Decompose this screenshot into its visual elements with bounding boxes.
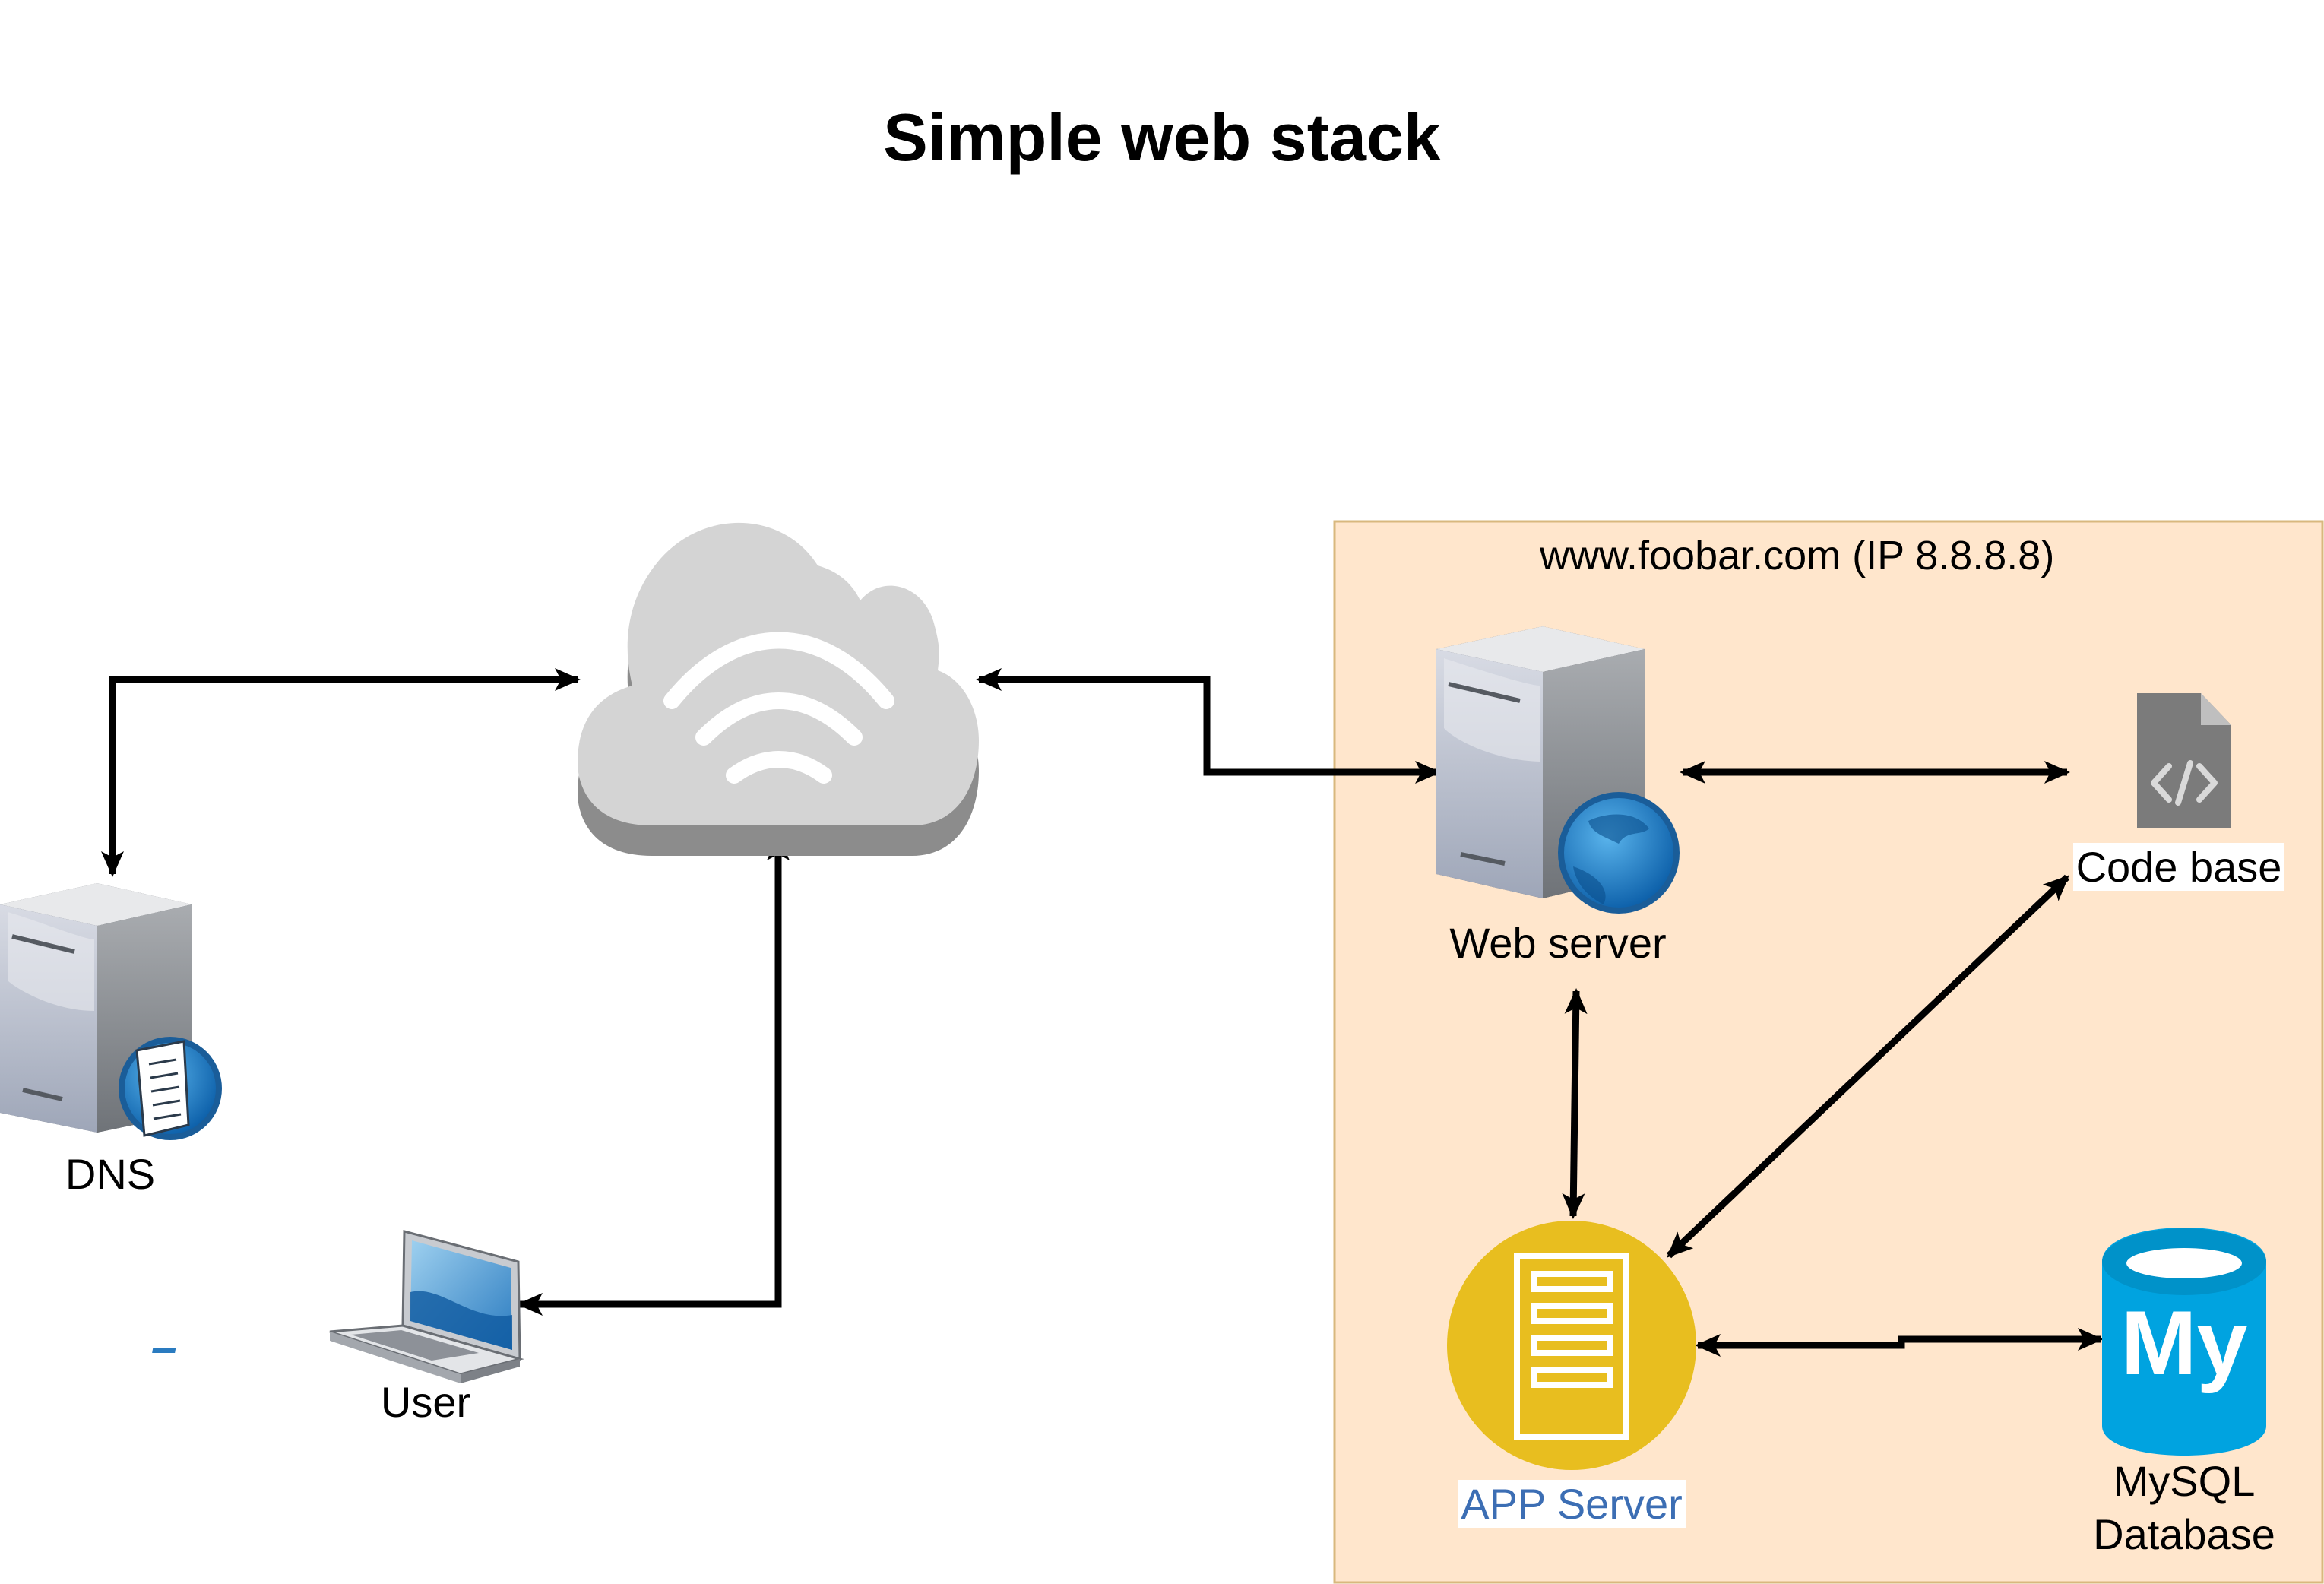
edge-internet-webserver — [976, 668, 1441, 784]
edge-internet-user — [517, 835, 790, 1316]
laptop-icon — [152, 1230, 524, 1383]
edge-internet-dns — [101, 668, 581, 877]
edge-appserver-codebase — [1666, 874, 2070, 1259]
web-server-label: Web server — [1449, 919, 1667, 967]
code-base-label: Code base — [2072, 843, 2285, 891]
app-server-label: APP Server — [1458, 1480, 1686, 1528]
dns-label: DNS — [65, 1150, 156, 1198]
edge-appserver-mysql — [1695, 1328, 2104, 1357]
edge-webserver-appserver — [1562, 988, 1588, 1219]
page-title: Simple web stack — [883, 100, 1441, 175]
mysql-database-icon: My — [2102, 1228, 2266, 1456]
mysql-logo-text: My — [2121, 1292, 2248, 1394]
code-file-icon — [2137, 693, 2231, 828]
mysql-label: MySQL Database — [2070, 1455, 2298, 1561]
user-label: User — [380, 1378, 471, 1426]
cloud-internet-icon — [578, 522, 979, 856]
dns-server-icon — [0, 883, 222, 1140]
mysql-label-line2: Database — [2093, 1510, 2275, 1558]
app-server-icon — [1447, 1221, 1696, 1470]
region-label: www.foobar.com (IP 8.8.8.8) — [1540, 533, 2055, 578]
web-server-icon — [1436, 626, 1680, 914]
edges — [101, 668, 2104, 1357]
mysql-label-line1: MySQL — [2113, 1457, 2256, 1505]
